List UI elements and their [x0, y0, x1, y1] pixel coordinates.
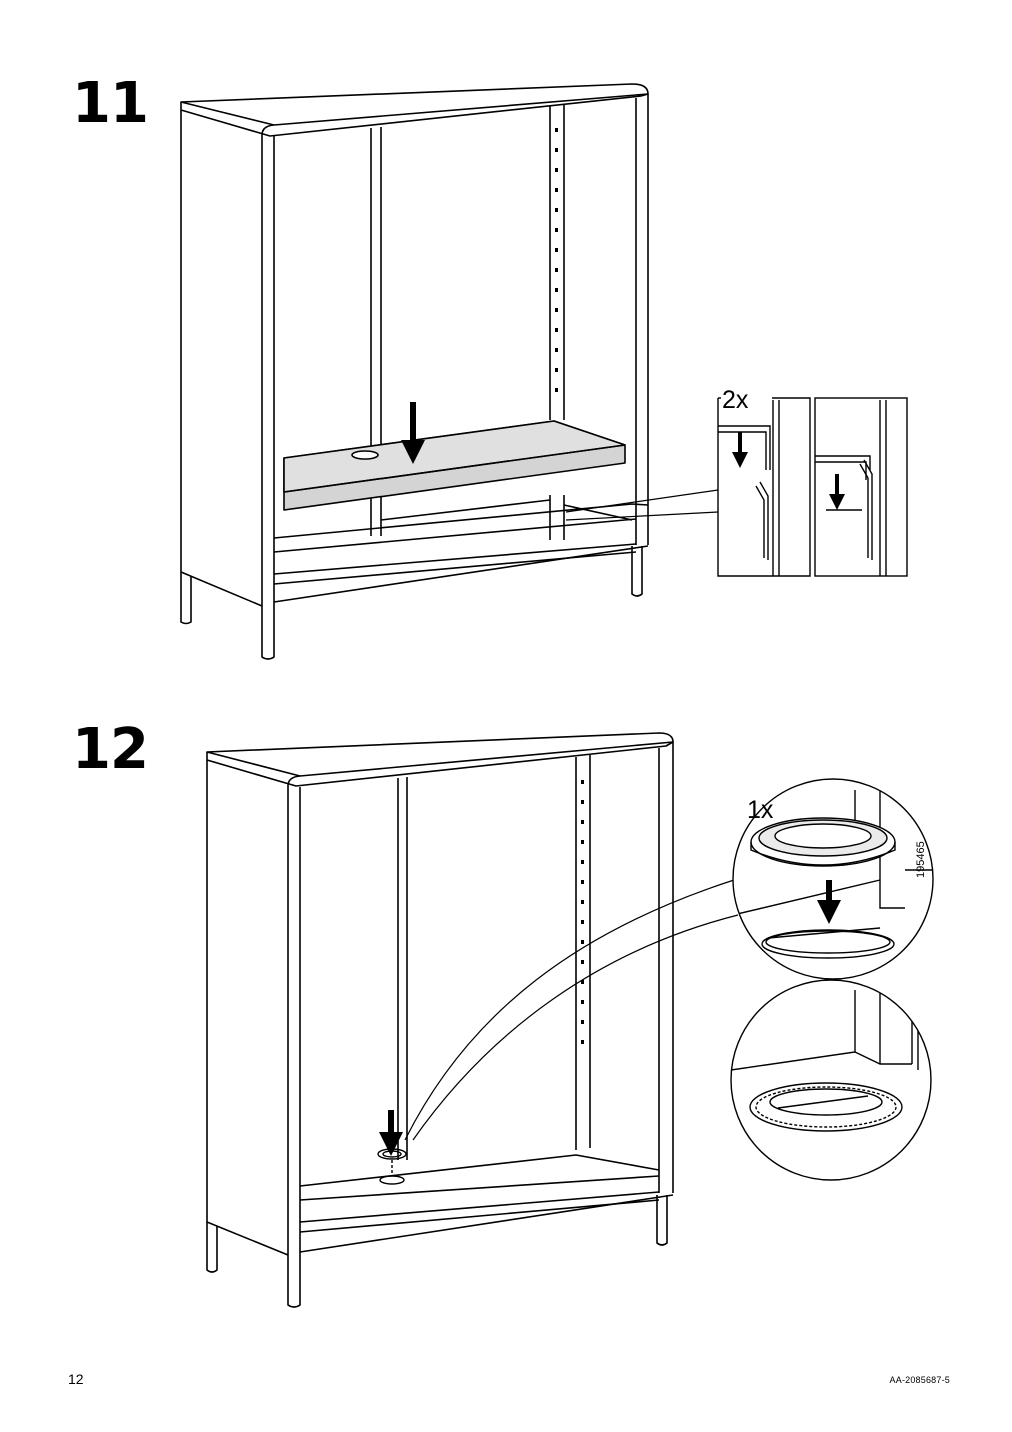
step-12-part-number: 195465	[915, 841, 927, 878]
step-12-detail-top	[732, 778, 934, 980]
step-12-rail-holes	[581, 780, 584, 1044]
step-12-quantity: 1x	[747, 796, 774, 824]
step-11-detail-before	[717, 397, 811, 577]
step-11-rail-holes	[555, 128, 558, 392]
page-number: 12	[68, 1371, 84, 1387]
step-11-detail-after	[814, 397, 908, 577]
step-11-cabinet	[180, 83, 649, 660]
step-12-detail-bottom	[730, 979, 932, 1181]
step-11-shelf	[283, 420, 626, 511]
step-12-cabinet	[206, 732, 674, 1308]
document-code: AA-2085687-5	[889, 1375, 950, 1385]
step-12-grommet	[377, 1148, 407, 1185]
step-12-number: 12	[72, 717, 149, 782]
step-11-quantity: 2x	[722, 386, 749, 414]
step-11-number: 11	[72, 71, 149, 136]
